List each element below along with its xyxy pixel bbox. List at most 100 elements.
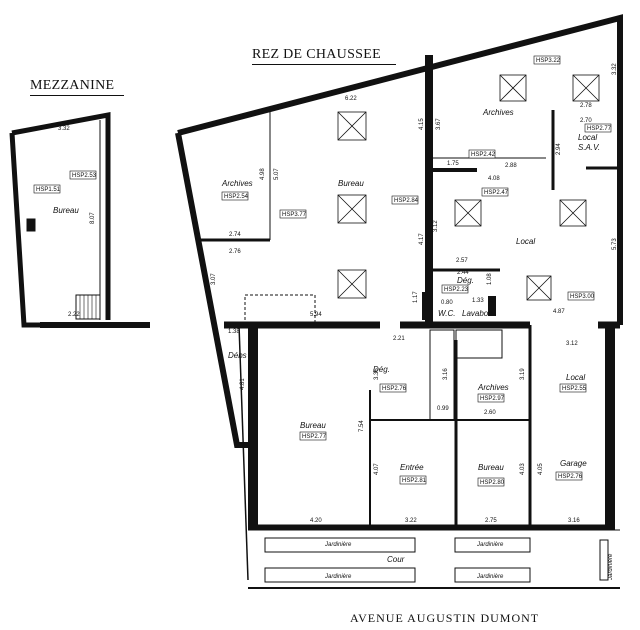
label-debs: Débs — [228, 351, 247, 360]
dim-407: 4.07 — [374, 463, 380, 475]
dim-244: 2.44 — [457, 270, 469, 276]
tag-hsp297: HSP2.97 — [477, 393, 505, 403]
label-entree: Entrée — [400, 463, 424, 472]
dim-316b: 3.16 — [568, 518, 580, 524]
street-name: AVENUE AUGUSTIN DUMONT — [350, 611, 540, 625]
dim-099: 0.99 — [437, 406, 449, 412]
tag-hsp300: HSP3.00 — [567, 291, 595, 301]
mezzanine-outer-wall — [11, 111, 111, 320]
wall-left-block — [248, 325, 258, 530]
tag-hsp253: HSP2.53 — [69, 170, 97, 180]
tag-hsp322: HSP3.22 — [533, 55, 561, 65]
jardiniere-planter-3 — [454, 537, 531, 553]
svg-text:HSP2.77: HSP2.77 — [587, 126, 612, 132]
tag-hsp276a: HSP2.76 — [379, 383, 407, 393]
dim-312b: 3.12 — [566, 341, 578, 347]
dim-408: 4.08 — [488, 176, 500, 182]
svg-text:HSP3.00: HSP3.00 — [570, 294, 595, 300]
tag-hsp377: HSP3.77 — [279, 209, 307, 219]
svg-text:HSP3.77: HSP3.77 — [282, 212, 307, 218]
tag-hsp277b: HSP2.77 — [299, 431, 327, 441]
dim-117b: 1.17 — [490, 300, 496, 312]
dim-481: 4.81 — [240, 378, 246, 390]
label-jardiniere-4: Jardinière — [476, 574, 504, 580]
label-mezz-bureau: Bureau — [53, 206, 79, 215]
dim-332a: 3.32 — [58, 126, 70, 132]
label-local-sav-2: S.A.V. — [578, 143, 600, 152]
label-archives-top: Archives — [482, 108, 514, 117]
height-tags: HSP2.53 HSP1.51 HSP2.54 HSP3.77 HSP2.84 … — [33, 55, 612, 487]
label-jardiniere-2: Jardinière — [324, 574, 352, 580]
tag-hsp276b: HSP2.76 — [555, 471, 583, 481]
tag-hsp254: HSP2.54 — [221, 191, 249, 201]
pillar-garage — [599, 539, 609, 581]
dim-594: 5.94 — [310, 312, 322, 318]
dim-138: 1.38 — [228, 329, 240, 335]
dim-270: 2.70 — [580, 118, 592, 124]
dim-415: 4.15 — [419, 118, 425, 130]
stair-core — [429, 329, 455, 421]
skylights — [337, 74, 600, 301]
dim-336: 3.36 — [374, 368, 380, 380]
tag-hsp281: HSP2.81 — [399, 475, 427, 485]
dim-288: 2.88 — [505, 163, 517, 169]
label-local-center: Local — [516, 237, 535, 246]
dim-319: 3.19 — [520, 368, 526, 380]
label-archives-mid: Archives — [477, 383, 509, 392]
svg-text:HSP2.77: HSP2.77 — [302, 434, 327, 440]
dim-275: 2.75 — [485, 518, 497, 524]
dim-487: 4.87 — [553, 309, 565, 315]
label-lavabos: Lavabos — [462, 309, 492, 318]
tag-hsp223: HSP2.23 — [441, 284, 469, 294]
dim-276: 2.76 — [229, 249, 241, 255]
dim-498: 4.98 — [260, 168, 266, 180]
dim-257: 2.57 — [456, 258, 468, 264]
wall-right-block — [605, 325, 615, 530]
svg-text:HSP2.84: HSP2.84 — [394, 198, 419, 204]
dim-080: 0.80 — [441, 300, 453, 306]
mezzanine-plan — [9, 111, 150, 328]
svg-text:HSP2.55: HSP2.55 — [562, 386, 587, 392]
svg-text:HSP2.53: HSP2.53 — [72, 173, 97, 179]
svg-text:HSP2.76: HSP2.76 — [558, 474, 583, 480]
label-bureau-big: Bureau — [338, 179, 364, 188]
label-bureau-left: Bureau — [300, 421, 326, 430]
svg-text:HSP2.42: HSP2.42 — [471, 152, 496, 158]
dim-332b: 3.32 — [612, 63, 618, 75]
svg-text:HSP2.54: HSP2.54 — [224, 194, 249, 200]
tag-hsp277a: HSP2.77 — [584, 123, 612, 133]
ground-floor-title-underline — [252, 64, 396, 65]
tag-hsp284: HSP2.84 — [391, 195, 419, 205]
dim-417: 4.17 — [419, 233, 425, 245]
svg-text:HSP2.76: HSP2.76 — [382, 386, 407, 392]
dim-175: 1.75 — [447, 161, 459, 167]
tag-hsp242: HSP2.42 — [468, 149, 496, 159]
dim-367: 3.67 — [436, 118, 442, 130]
dim-622: 6.22 — [345, 96, 357, 102]
tag-hsp255: HSP2.55 — [559, 383, 587, 393]
label-garage: Garage — [560, 459, 587, 468]
label-local-right: Local — [566, 373, 585, 382]
wall-left-lower — [238, 324, 249, 581]
dim-403: 4.03 — [520, 463, 526, 475]
dim-117a: 1.17 — [413, 291, 419, 303]
svg-text:HSP1.51: HSP1.51 — [36, 187, 61, 193]
dim-573: 5.73 — [612, 238, 618, 250]
label-jardiniere-3: Jardinière — [476, 542, 504, 548]
label-cour: Cour — [387, 555, 405, 564]
label-archives-1: Archives — [221, 179, 253, 188]
dim-807: 8.07 — [90, 212, 96, 224]
dim-322: 3.22 — [405, 518, 417, 524]
jardiniere-planter-4 — [454, 567, 531, 583]
dim-316: 3.16 — [443, 368, 449, 380]
jardiniere-planter-1 — [264, 537, 416, 553]
stair-upper — [455, 329, 503, 359]
jardiniere-planter-2 — [264, 567, 416, 583]
label-wc: W.C. — [438, 309, 455, 318]
mezzanine-left-wall — [9, 132, 40, 328]
label-local-sav-1: Local — [578, 133, 597, 142]
label-jardiniere-5: Jardinière — [608, 553, 614, 581]
lavabo-block — [488, 296, 496, 316]
dim-420: 4.20 — [310, 518, 322, 524]
